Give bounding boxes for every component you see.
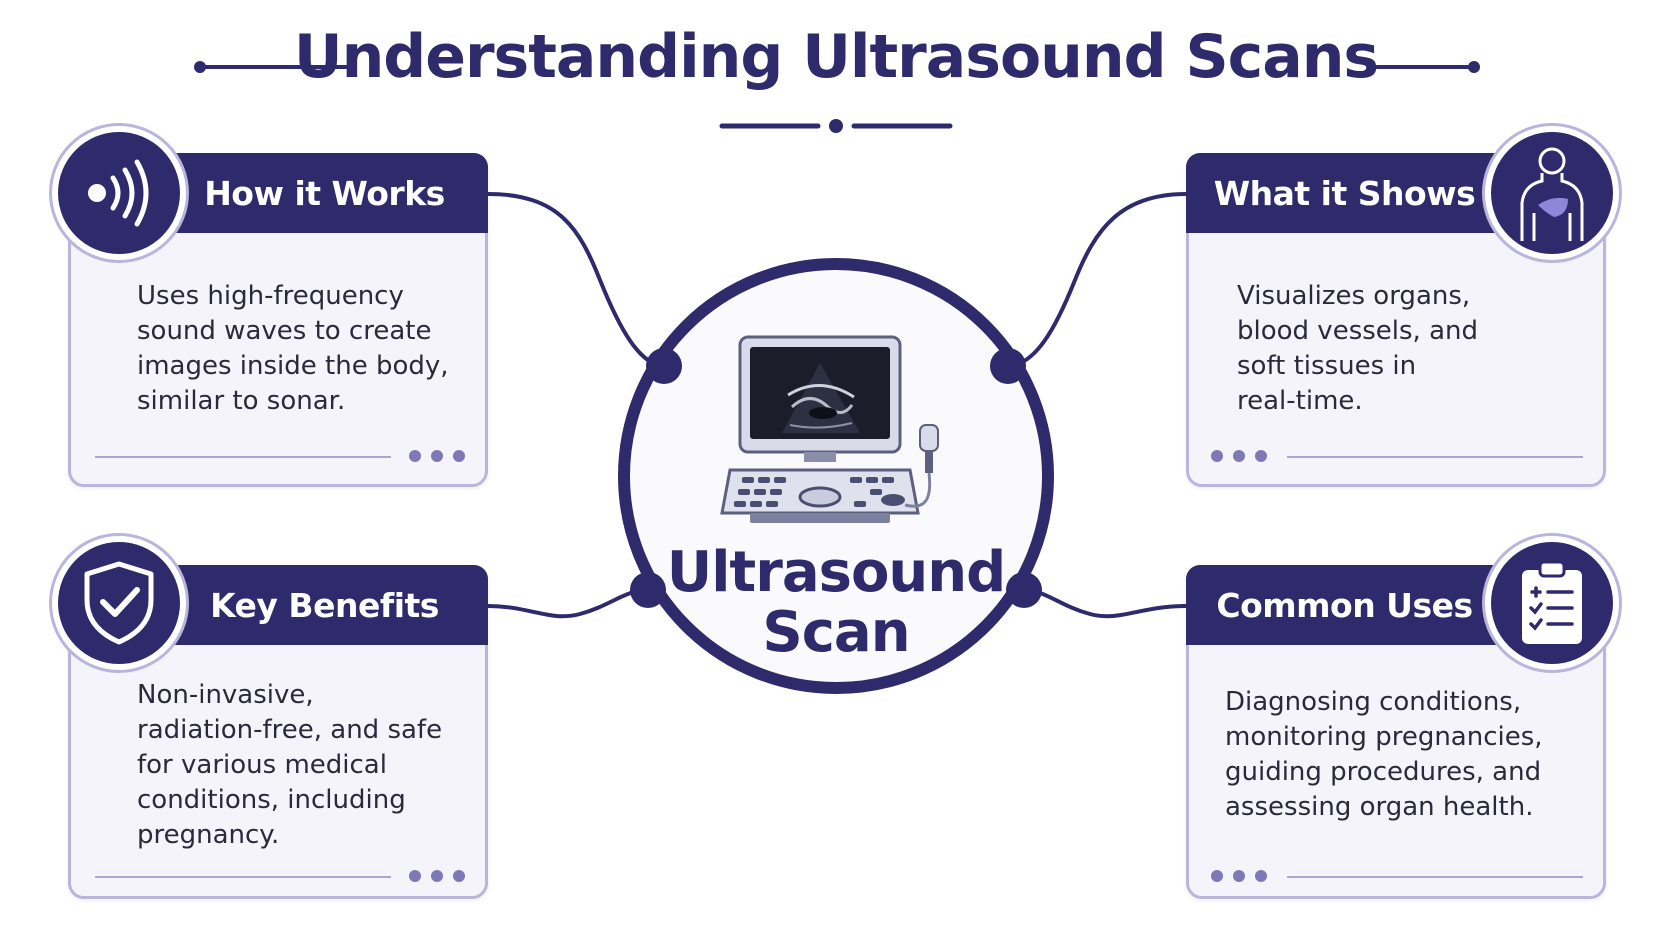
connector-how-it-works — [487, 192, 665, 368]
card-text-key-benefits: Non-invasive, radiation-free, and safe f… — [137, 680, 443, 850]
card-text-what-it-shows: Visualizes organs, blood vessels, and so… — [1237, 281, 1478, 416]
title-ornament-right — [1370, 61, 1480, 73]
badge-key-benefits — [49, 533, 189, 673]
human-body-liver-icon — [1520, 147, 1584, 241]
title-ornament-left — [194, 61, 356, 73]
node-how-it-works — [646, 348, 682, 384]
card-footer-line — [1287, 876, 1583, 878]
connector-common-uses — [1023, 588, 1187, 619]
badge-how-it-works — [49, 123, 189, 263]
center-label-line1: Ultrasound — [666, 540, 1006, 605]
card-dots — [1211, 450, 1267, 462]
card-text-how-it-works: Uses high-frequency sound waves to creat… — [137, 281, 449, 416]
card-footer-line — [95, 456, 391, 458]
card-dots — [409, 870, 465, 882]
badge-common-uses — [1482, 533, 1622, 673]
card-footer-line — [95, 876, 391, 878]
center-label-line2: Scan — [762, 600, 910, 665]
sound-waves-icon — [88, 159, 149, 227]
card-key-benefits: Key Benefits Non-invasive, radiation-fre… — [68, 565, 488, 899]
page-title: Understanding Ultrasound Scans — [293, 22, 1379, 92]
shield-check-icon — [84, 561, 154, 645]
ultrasound-machine-icon — [720, 335, 939, 523]
badge-what-it-shows — [1482, 123, 1622, 263]
card-dots — [409, 450, 465, 462]
card-header-key-benefits: Key Benefits — [131, 565, 488, 645]
connector-what-it-shows — [1007, 192, 1187, 368]
card-footer-line — [1287, 456, 1583, 458]
card-common-uses: Common Uses Diagnosing conditions, monit… — [1186, 565, 1606, 899]
node-what-it-shows — [990, 348, 1026, 384]
card-dots — [1211, 870, 1267, 882]
card-text-common-uses: Diagnosing conditions, monitoring pregna… — [1225, 687, 1543, 822]
node-key-benefits — [630, 572, 666, 608]
clipboard-checklist-icon — [1522, 560, 1582, 644]
node-common-uses — [1006, 572, 1042, 608]
card-header-how-it-works: How it Works — [131, 153, 488, 233]
connector-key-benefits — [487, 588, 649, 619]
title-underline-ornament — [719, 119, 953, 133]
